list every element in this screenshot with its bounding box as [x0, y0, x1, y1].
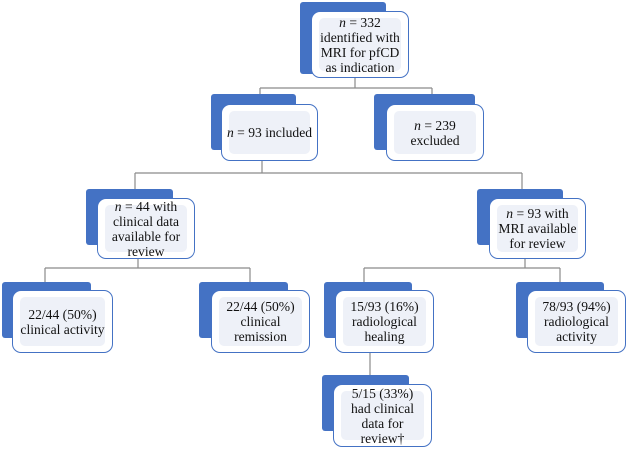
italic-n: n [506, 206, 514, 221]
label-line: 78/93 (94%) [542, 299, 611, 314]
node-label: 22/44 (50%)clinical activity [20, 307, 104, 337]
label-line: had clinical [350, 400, 415, 416]
label-line: MRI available [498, 221, 577, 236]
label-line: review† [360, 430, 405, 446]
label-line: 5/15 (33%) [351, 385, 414, 401]
label-line: healing [364, 329, 405, 344]
label-line: n = 93 included [227, 125, 312, 140]
label-line: 22/44 (50%) [28, 306, 97, 322]
label-line: clinical [240, 314, 281, 329]
node-clinical-activity: 22/44 (50%)clinical activity [2, 282, 113, 353]
label-line: identified with [320, 29, 400, 45]
label-line: radiological [544, 314, 609, 329]
node-label: n = 93 included [227, 125, 312, 140]
label-line: 15/93 (16%) [350, 299, 419, 314]
count-text: = 332 [345, 14, 381, 30]
label-line: available for [111, 228, 181, 244]
label-line: activity [556, 329, 597, 344]
label-line: n = 332 [320, 15, 400, 30]
label-line: as indication [325, 59, 395, 75]
label-line: review [127, 243, 165, 259]
label-line: 22/44 (50%) [226, 299, 295, 314]
count-text: = 93 with [513, 206, 569, 221]
label-line: remission [234, 329, 287, 344]
label-line: clinical activity [20, 321, 105, 337]
label-line: n = 93 with [498, 206, 576, 221]
count-text: = 93 included [233, 125, 313, 140]
box-card: n = 93 included [221, 104, 318, 161]
label-line: n = 239 [410, 118, 459, 133]
label-line: MRI for pfCD [320, 44, 400, 60]
count-text: = 239 [420, 117, 456, 133]
italic-n: n [114, 198, 122, 214]
node-included: n = 93 included [211, 94, 318, 161]
label-line: data for [361, 415, 404, 431]
italic-n: n [414, 117, 421, 133]
label-line: radiological [352, 314, 417, 329]
label-line: n = 44 with [112, 199, 180, 214]
count-text: = 44 with [121, 198, 178, 214]
italic-n: n [226, 125, 234, 140]
label-line: excluded [410, 132, 460, 148]
box-card: 22/44 (50%)clinical activity [12, 290, 113, 353]
italic-n: n [339, 14, 346, 30]
label-line: clinical data [112, 213, 180, 229]
label-line: for review [509, 236, 566, 251]
